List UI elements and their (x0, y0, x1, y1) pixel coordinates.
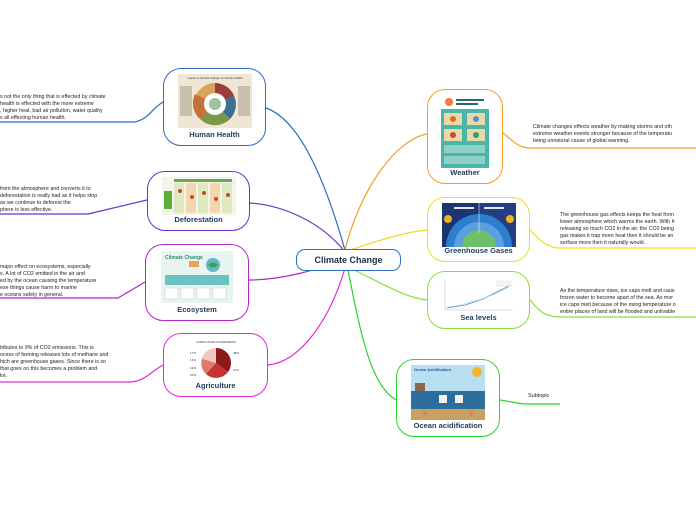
topic-ecosystem[interactable]: Climate Change Ecosystem (145, 244, 249, 321)
note-link-deforestation (0, 199, 148, 215)
note-human-health: s not the only thing that is effected by… (0, 94, 106, 121)
pie-label-1: 48% (233, 351, 239, 355)
note-link-ocean (499, 399, 560, 405)
sea-levels-label: Sea levels (460, 313, 497, 322)
link-weather (344, 133, 428, 251)
note-greenhouse: The greenhouse gas effects keeps the hea… (560, 212, 675, 246)
greenhouse-label: Greenhouse Gases (444, 246, 513, 255)
link-sea-levels (349, 267, 428, 301)
agriculture-thumb-title: AGRICULTURE CO2 EMISSIONS (196, 340, 236, 344)
link-agriculture (267, 267, 346, 366)
pie-label-4: 13% (190, 358, 196, 362)
agriculture-label: Agriculture (195, 381, 236, 390)
pie-label-6: 10% (190, 373, 196, 377)
deforestation-label: Deforestation (174, 215, 223, 224)
sea-level-chart-thumbnail (440, 276, 517, 314)
human-health-thumb-title: Impact of Climate Change on Human Health (187, 76, 242, 80)
link-greenhouse (349, 229, 428, 251)
topic-sea-levels[interactable]: Sea levels (427, 271, 530, 329)
ecosystem-thumb-title: Climate Change (165, 255, 203, 261)
note-link-ecosystem (0, 281, 146, 299)
central-topic[interactable]: Climate Change (296, 249, 401, 271)
agriculture-pie-infographic: AGRICULTURE CO2 EMISSIONS 48% 37% 17% 13… (183, 339, 248, 381)
note-link-sea-levels (529, 299, 696, 318)
topic-weather[interactable]: Weather (427, 89, 503, 184)
subtopic-ocean[interactable]: Subtopic (528, 393, 550, 399)
ecosystem-infographic: Climate Change (161, 251, 233, 303)
ocean-acidification-label: Ocean acidification (413, 421, 483, 430)
topic-deforestation[interactable]: Deforestation (147, 171, 250, 231)
link-human-health (265, 107, 346, 251)
note-deforestation: from the atmosphere and converts it to d… (0, 186, 98, 213)
ocean-thumb-title: Ocean Acidification (414, 367, 452, 372)
note-link-agriculture (0, 364, 164, 383)
note-link-human-health (0, 101, 164, 123)
topic-greenhouse-gases[interactable]: Greenhouse Gases (427, 197, 530, 262)
weather-label: Weather (450, 168, 480, 177)
greenhouse-infographic (441, 203, 516, 247)
topic-human-health[interactable]: Impact of Climate Change on Human Health… (163, 68, 266, 146)
link-ocean (347, 269, 397, 401)
note-ecosystem: major effect on ecosystems, especially s… (0, 264, 97, 298)
ecosystem-label: Ecosystem (177, 305, 217, 314)
note-agriculture: tributes to 9% of CO2 emissions. This is… (0, 345, 109, 379)
pie-label-3: 17% (190, 351, 196, 355)
human-health-infographic: Impact of Climate Change on Human Health (177, 74, 252, 128)
pie-label-5: 12% (190, 366, 196, 370)
pie-label-2: 37% (233, 368, 239, 372)
ocean-acidification-infographic: Ocean Acidification (411, 365, 485, 420)
deforestation-infographic (161, 177, 236, 215)
link-deforestation (249, 202, 346, 253)
human-health-label: Human Health (189, 130, 240, 139)
note-weather: Climate changes effects weather by makin… (533, 124, 672, 144)
note-link-greenhouse (529, 229, 696, 249)
note-link-weather (502, 132, 696, 149)
weather-infographic (441, 95, 489, 168)
topic-agriculture[interactable]: AGRICULTURE CO2 EMISSIONS 48% 37% 17% 13… (163, 333, 268, 397)
note-sea-levels: As the temperature rises, ice caps melt … (560, 288, 676, 315)
topic-ocean-acidification[interactable]: Ocean Acidification Ocean acidification (396, 359, 500, 437)
